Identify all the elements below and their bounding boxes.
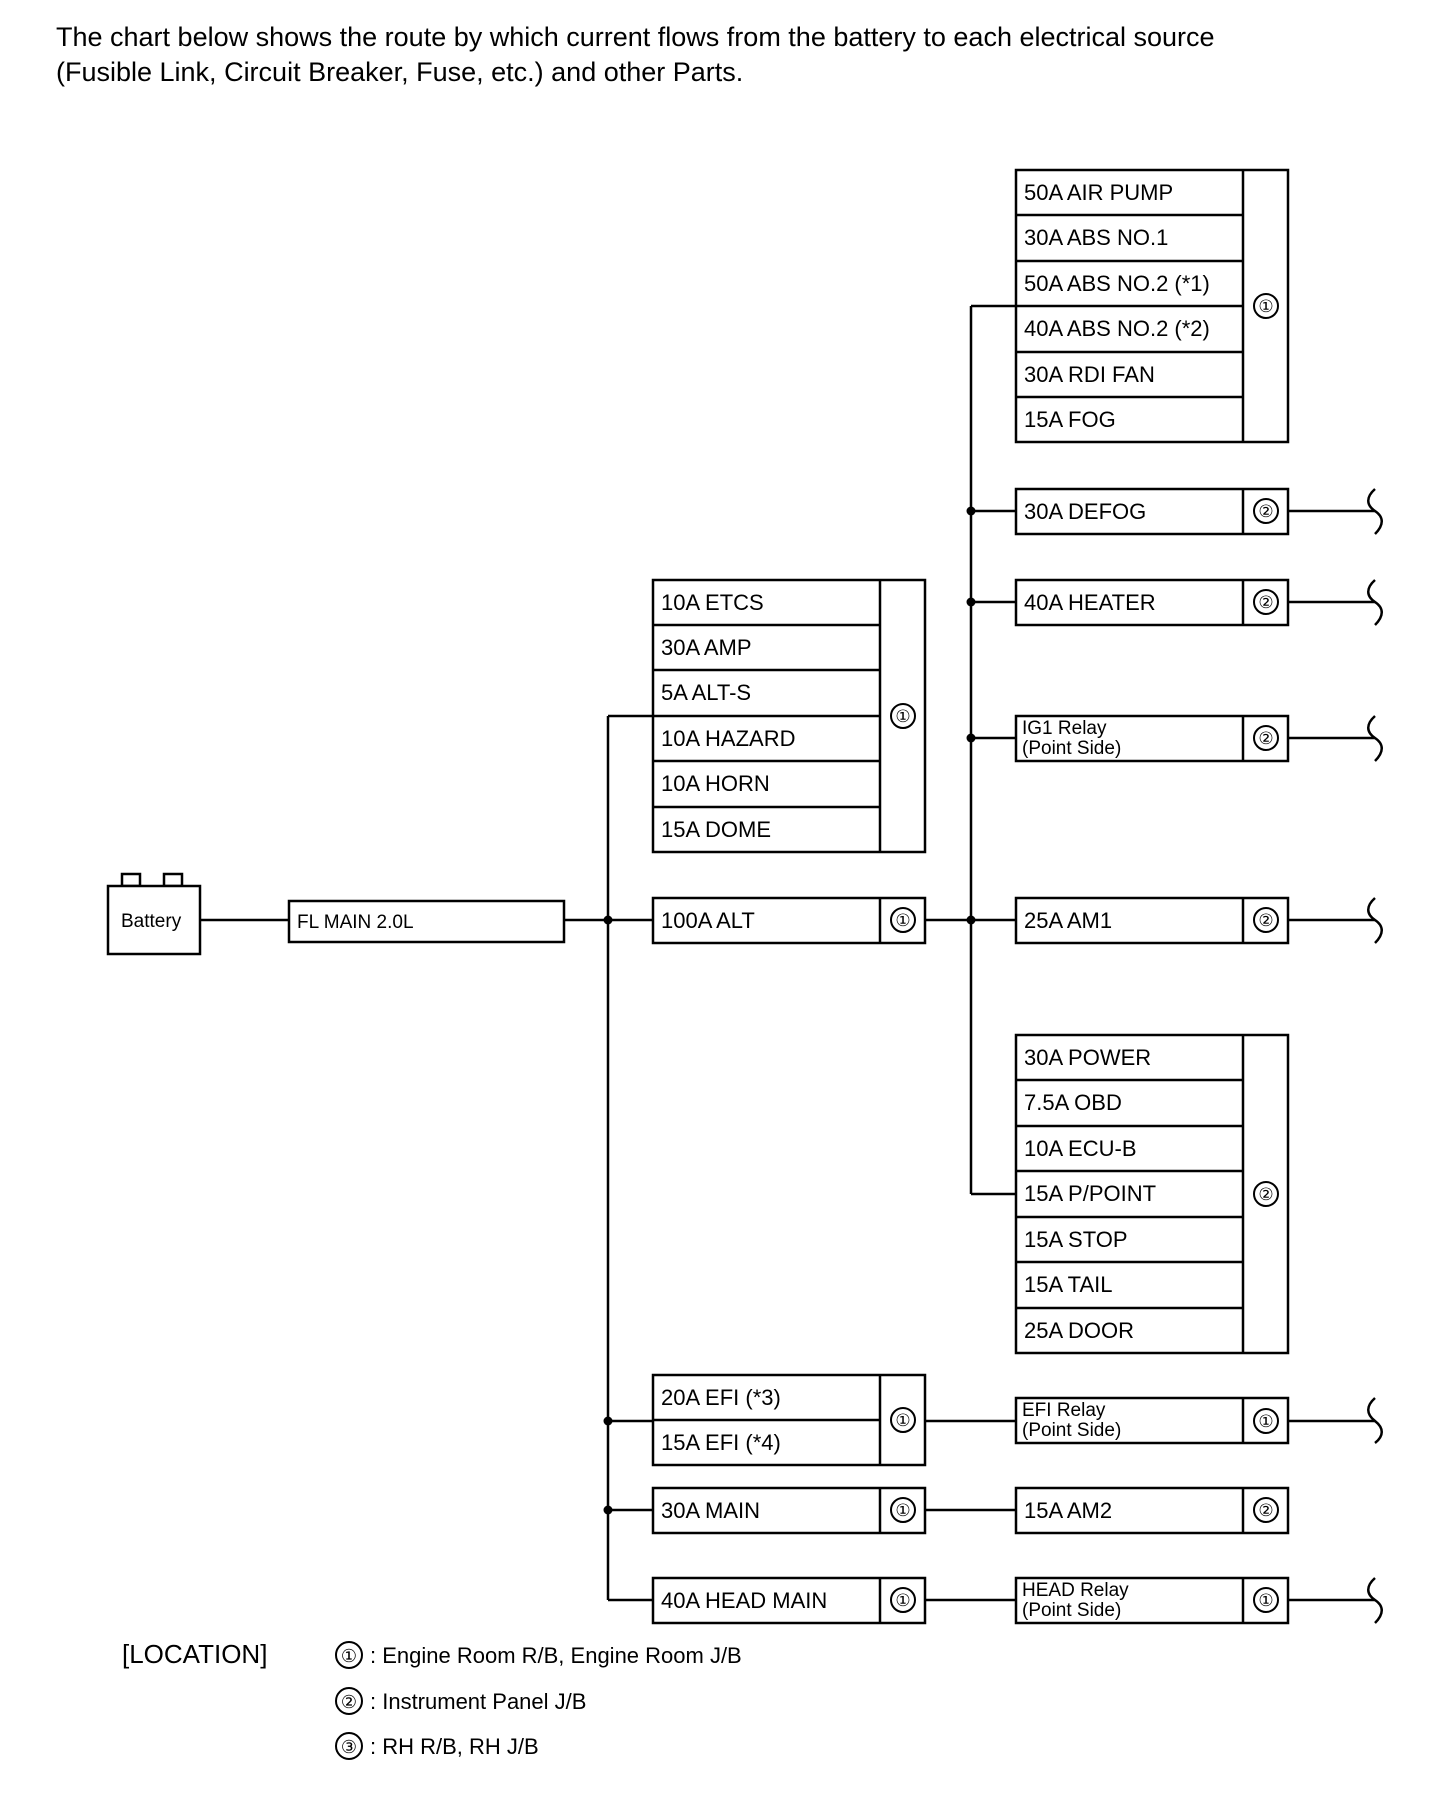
loc-efi: ① [895, 1411, 910, 1430]
fuse-label: 50A ABS NO.2 (*1) [1024, 271, 1210, 296]
fuse-label: 30A RDI FAN [1024, 362, 1155, 387]
main30-label: 30A MAIN [661, 1498, 760, 1523]
ig1-label-line2: (Point Side) [1022, 738, 1121, 759]
loc-efi-relay: ① [1258, 1412, 1273, 1431]
loc-col2-top: ① [895, 707, 910, 726]
loc-ig1: ② [1258, 729, 1273, 748]
fuse-label: 7.5A OBD [1024, 1090, 1122, 1115]
fuse-group-col2-top [651, 578, 927, 854]
fuse-label: 25A DOOR [1024, 1318, 1134, 1343]
fuse-label: 10A ECU-B [1024, 1136, 1137, 1161]
head-relay-label-line1: HEAD Relay [1022, 1580, 1129, 1601]
battery-label: Battery [121, 911, 182, 932]
fuse-label: 15A EFI (*4) [661, 1430, 781, 1455]
fuse-label: 40A ABS NO.2 (*2) [1024, 316, 1210, 341]
ig1-label-line1: IG1 Relay [1022, 718, 1107, 739]
fuse-label: 15A FOG [1024, 407, 1116, 432]
continuation-marks [1367, 488, 1383, 1624]
legend-text-3: : RH R/B, RH J/B [370, 1734, 539, 1759]
fuse-label: 10A ETCS [661, 590, 764, 615]
legend-symbol-2: ② [341, 1692, 357, 1712]
am2-box [1014, 1486, 1290, 1535]
junction-dots [603, 506, 976, 1515]
head-relay-label-line2: (Point Side) [1022, 1600, 1121, 1621]
legend-text-1: : Engine Room R/B, Engine Room J/B [370, 1643, 742, 1668]
am1-label: 25A AM1 [1024, 908, 1112, 933]
heater-label: 40A HEATER [1024, 590, 1156, 615]
location-circles [890, 293, 1279, 1613]
fuse-label: 20A EFI (*3) [661, 1385, 781, 1410]
fuse-label: 5A ALT-S [661, 680, 751, 705]
fuse-label: 15A STOP [1024, 1227, 1128, 1252]
alt-label: 100A ALT [661, 908, 755, 933]
loc-am1: ② [1258, 911, 1273, 930]
legend-heading: [LOCATION] [122, 1639, 267, 1669]
efi-relay-label-line2: (Point Side) [1022, 1420, 1121, 1441]
loc-am2: ② [1258, 1501, 1273, 1520]
loc-col3-top: ① [1258, 297, 1273, 316]
loc-alt: ① [895, 911, 910, 930]
intro-line-1: The chart below shows the route by which… [56, 22, 1215, 52]
legend-symbol-1: ① [341, 1646, 357, 1666]
fuse-label: 10A HAZARD [661, 726, 796, 751]
am2-label: 15A AM2 [1024, 1498, 1112, 1523]
fuse-group-col3-bottom [1014, 1033, 1290, 1355]
intro-text: The chart below shows the route by which… [56, 20, 1396, 90]
fuse-label: 15A P/POINT [1024, 1181, 1156, 1206]
fuse-label: 30A ABS NO.1 [1024, 225, 1168, 250]
fuse-label: 10A HORN [661, 771, 770, 796]
defog-label: 30A DEFOG [1024, 499, 1146, 524]
fuse-group-col3-top [1014, 168, 1290, 444]
fuse-label: 30A AMP [661, 635, 752, 660]
fuse-label: 30A POWER [1024, 1045, 1151, 1070]
efi-relay-label-line1: EFI Relay [1022, 1400, 1106, 1421]
loc-col3-bottom: ② [1258, 1185, 1273, 1204]
battery-symbol [106, 872, 202, 956]
headmain-label: 40A HEAD MAIN [661, 1588, 827, 1613]
legend-symbol-3: ③ [341, 1737, 357, 1757]
legend-text-2: : Instrument Panel J/B [370, 1689, 586, 1714]
fuse-label: 50A AIR PUMP [1024, 180, 1173, 205]
fl-main-label: FL MAIN 2.0L [297, 912, 414, 933]
loc-defog: ② [1258, 502, 1273, 521]
location-legend: [LOCATION] ① ② ③ : Engine Room R/B, Engi… [122, 1639, 742, 1760]
fuse-label: 15A TAIL [1024, 1272, 1112, 1297]
loc-heater: ② [1258, 593, 1273, 612]
loc-headmain: ① [895, 1591, 910, 1610]
loc-head-relay: ① [1258, 1591, 1273, 1610]
fl-main-box [287, 899, 566, 944]
loc-main30: ① [895, 1501, 910, 1520]
fuse-label: 15A DOME [661, 817, 771, 842]
intro-line-2: (Fusible Link, Circuit Breaker, Fuse, et… [56, 57, 744, 87]
